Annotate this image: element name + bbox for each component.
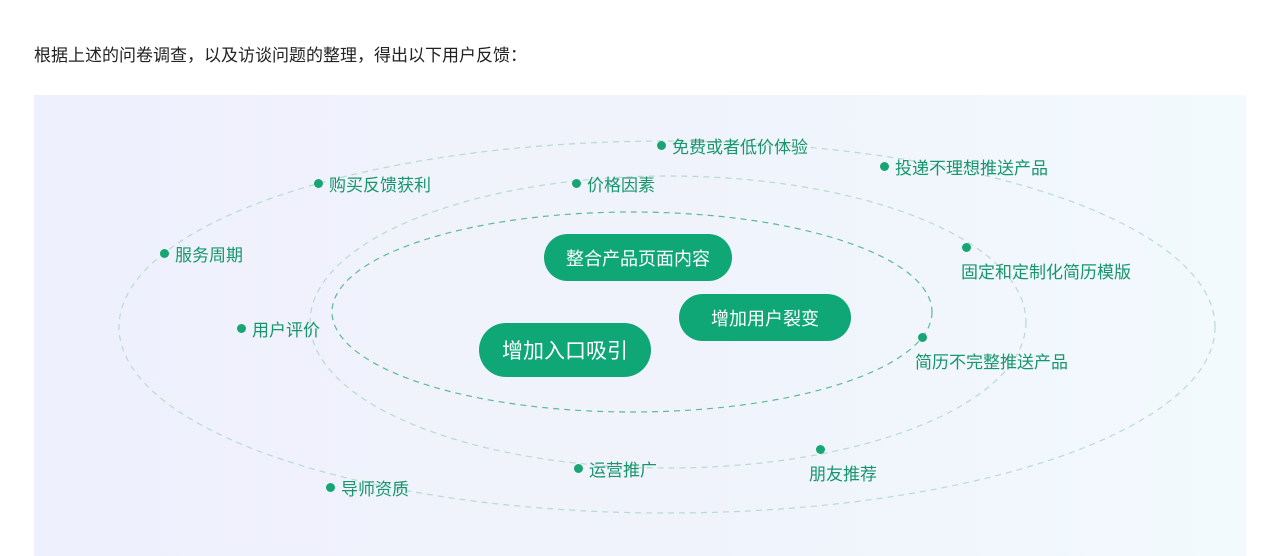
feedback-item-purchase-reward: 购买反馈获利: [314, 171, 431, 196]
middle-ring: [309, 175, 1027, 469]
bullet-dot: [880, 162, 889, 171]
core-item-user-fission: 增加用户裂变: [679, 294, 851, 341]
feedback-label: 运营推广: [589, 461, 657, 481]
feedback-label: 购买反馈获利: [329, 176, 431, 196]
feedback-item-mentor-quality: 导师资质: [326, 475, 409, 500]
bullet-dot: [816, 445, 825, 454]
bullet-dot: [962, 243, 971, 252]
core-item-integrate-pages: 整合产品页面内容: [544, 234, 732, 281]
inner-ring: [331, 211, 933, 413]
bullet-dot: [160, 249, 169, 258]
feedback-label: 朋友推荐: [809, 465, 877, 485]
orbit-rings: [118, 140, 1216, 514]
feedback-label: 免费或者低价体验: [672, 138, 808, 158]
feedback-item-user-reviews: 用户评价: [237, 316, 320, 341]
bullet-dot: [572, 179, 581, 188]
feedback-diagram: 整合产品页面内容 增加用户裂变 增加入口吸引 免费或者低价体验 投递不理想推送产…: [34, 95, 1246, 556]
feedback-item-service-period: 服务周期: [160, 241, 243, 266]
feedback-item-operations-promo: 运营推广: [574, 456, 657, 481]
feedback-label: 用户评价: [252, 321, 320, 341]
core-item-entry-attraction: 增加入口吸引: [479, 323, 651, 377]
intro-text: 根据上述的问卷调查，以及访谈问题的整理，得出以下用户反馈：: [34, 46, 527, 66]
feedback-label: 服务周期: [175, 246, 243, 266]
feedback-item-resume-templates: 固定和定制化简历模版: [961, 243, 1131, 283]
feedback-item-poor-delivery: 投递不理想推送产品: [880, 154, 1048, 179]
outer-ring: [118, 140, 1216, 514]
feedback-item-price: 价格因素: [572, 171, 655, 196]
feedback-item-incomplete-resume: 简历不完整推送产品: [915, 333, 1068, 373]
bullet-dot: [657, 141, 666, 150]
bullet-dot: [314, 179, 323, 188]
feedback-item-friend-referral: 朋友推荐: [809, 445, 877, 485]
bullet-dot: [237, 324, 246, 333]
feedback-label: 价格因素: [587, 176, 655, 196]
feedback-label: 固定和定制化简历模版: [961, 263, 1131, 283]
feedback-label: 导师资质: [341, 480, 409, 500]
feedback-item-free-trial: 免费或者低价体验: [657, 133, 808, 158]
feedback-label: 简历不完整推送产品: [915, 353, 1068, 373]
bullet-dot: [574, 464, 583, 473]
feedback-label: 投递不理想推送产品: [895, 159, 1048, 179]
bullet-dot: [918, 333, 927, 342]
bullet-dot: [326, 483, 335, 492]
